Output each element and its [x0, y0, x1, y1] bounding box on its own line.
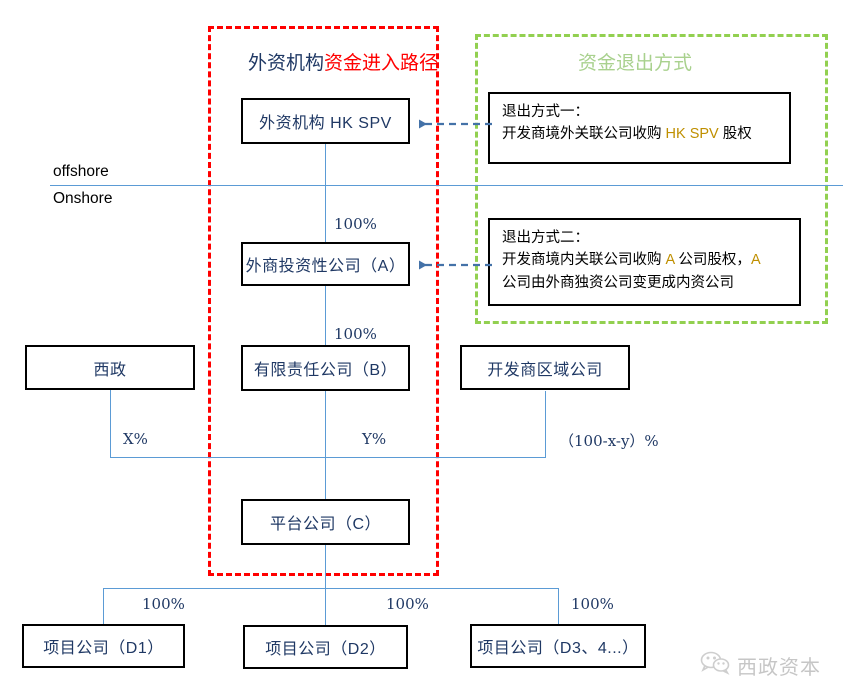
note-two-line2: 开发商境内关联公司收购 A 公司股权，A	[502, 249, 789, 271]
note-exit-method-two[interactable]: 退出方式二： 开发商境内关联公司收购 A 公司股权，A 公司由外商独资公司变更成…	[488, 218, 801, 306]
entity-platform-c[interactable]: 平台公司（C）	[241, 499, 410, 545]
exit-region-title: 资金退出方式	[578, 52, 693, 74]
entity-fie-a[interactable]: 外商投资性公司（A）	[241, 242, 410, 286]
note-exit-method-one[interactable]: 退出方式一： 开发商境外关联公司收购 HK SPV 股权	[488, 92, 791, 164]
connector-leg-d2	[325, 588, 327, 625]
note-two-line2-pre: 开发商境内关联公司收购	[502, 252, 666, 269]
connector-platform-drop	[325, 545, 327, 588]
label-llc-share: Y%	[359, 430, 390, 448]
note-one-body-post: 股权	[718, 126, 752, 143]
offshore-label: offshore	[53, 163, 109, 180]
label-platform-to-d2: 100%	[383, 595, 432, 613]
wechat-icon	[700, 650, 730, 681]
inbound-title-segment-b: 资金进入路径	[324, 52, 439, 74]
connector-shareholders-bar	[110, 457, 546, 459]
connector-leg-d3	[558, 588, 560, 625]
entity-project-d1[interactable]: 项目公司（D1）	[22, 624, 185, 668]
connector-llc-drop	[325, 391, 327, 458]
label-fie-to-llc: 100%	[331, 325, 380, 343]
onshore-label: Onshore	[53, 190, 113, 207]
note-two-line3: 公司由外商独资公司变更成内资公司	[502, 274, 734, 291]
connector-leg-d1	[103, 588, 105, 625]
label-developer-share: （100-x-y）%	[559, 432, 659, 450]
note-one-body-pre: 开发商境外关联公司收购	[502, 126, 666, 143]
entity-project-d2[interactable]: 项目公司（D2）	[243, 625, 408, 669]
inbound-region-title: 外资机构资金进入路径	[248, 48, 438, 75]
label-platform-to-d1: 100%	[139, 595, 188, 613]
entity-hk-spv[interactable]: 外资机构 HK SPV	[241, 98, 410, 144]
note-one-body: 开发商境外关联公司收购 HK SPV 股权	[502, 123, 779, 145]
entity-llc-b[interactable]: 有限责任公司（B）	[241, 345, 410, 391]
arrow-exit-two-to-fie	[408, 255, 492, 275]
watermark: 西政资本	[700, 650, 821, 681]
entity-developer-region[interactable]: 开发商区域公司	[460, 345, 630, 390]
note-one-body-highlight: HK SPV	[665, 126, 719, 143]
note-one-title: 退出方式一：	[502, 104, 589, 120]
connector-bar-to-platform	[325, 457, 327, 499]
region-inbound-capital-path	[208, 26, 439, 576]
entity-project-d3[interactable]: 项目公司（D3、4...）	[470, 624, 646, 668]
inbound-title-segment-a: 外资机构	[248, 52, 325, 74]
offshore-onshore-divider	[50, 185, 843, 187]
note-two-highlight-a: A	[665, 252, 675, 269]
connector-xizheng-drop	[110, 390, 112, 458]
note-two-line2-mid: 公司股权，	[674, 252, 751, 269]
region-exit-methods	[475, 34, 828, 324]
connector-spv-to-fie	[325, 144, 327, 243]
arrow-exit-one-to-spv	[408, 114, 492, 134]
note-two-highlight-b: A	[750, 252, 761, 269]
label-spv-to-fie: 100%	[331, 215, 380, 233]
entity-xizheng[interactable]: 西政	[25, 345, 195, 390]
connector-developer-drop	[545, 391, 547, 458]
connector-fie-to-llc	[325, 286, 327, 345]
connector-projects-bar	[103, 588, 559, 590]
note-two-title: 退出方式二：	[502, 230, 589, 246]
watermark-text: 西政资本	[737, 655, 821, 679]
label-platform-to-d3: 100%	[571, 595, 614, 613]
label-xizheng-share: X%	[120, 430, 151, 448]
